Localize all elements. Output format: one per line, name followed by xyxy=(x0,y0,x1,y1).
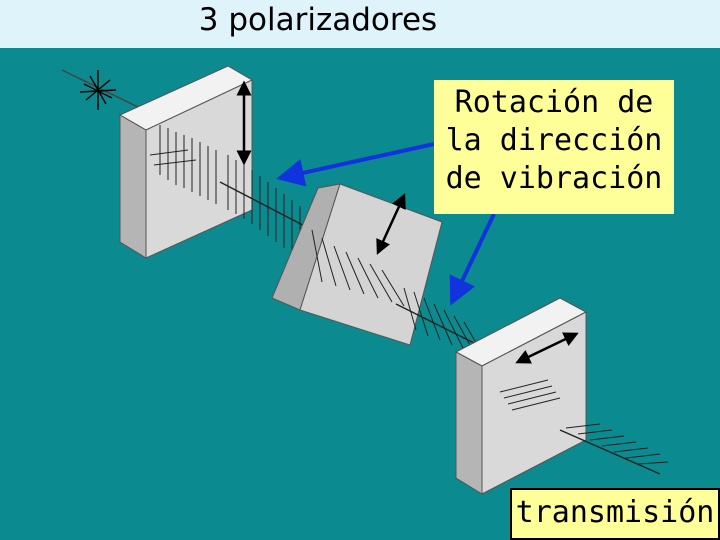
polarizer-3 xyxy=(454,297,588,495)
slide-title: 3 polarizadores xyxy=(198,2,438,38)
light-source-icon xyxy=(61,69,141,110)
annotation-line-3: de vibración xyxy=(445,161,663,196)
polarizer-diagram xyxy=(61,65,669,495)
beam-exit xyxy=(559,423,669,475)
annotation-line-2: la dirección xyxy=(445,123,663,158)
pointer-arrow-1 xyxy=(276,142,435,187)
rotation-annotation: Rotación de la dirección de vibración xyxy=(434,80,674,214)
polarizer-1 xyxy=(118,65,254,259)
title-bar: 3 polarizadores xyxy=(0,0,720,48)
beam-segment-1 xyxy=(219,155,321,260)
transmission-label: transmisión xyxy=(510,488,720,540)
pointer-arrow-2 xyxy=(449,213,496,306)
annotation-line-1: Rotación de xyxy=(454,85,654,120)
polarizer-2 xyxy=(271,183,444,346)
